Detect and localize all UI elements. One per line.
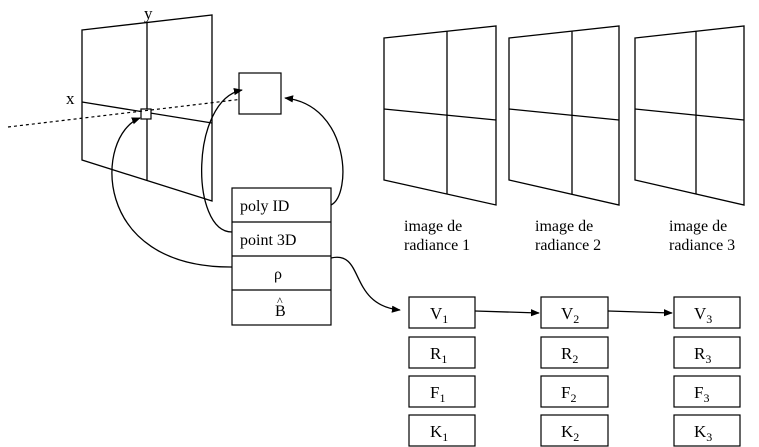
radiance-plane-outline	[634, 25, 745, 206]
v3-box	[673, 296, 741, 329]
r3-sub: 3	[705, 352, 711, 366]
r2-sub: 2	[572, 352, 578, 366]
radiance-plane-outline	[383, 25, 497, 206]
k2-sub: 2	[573, 430, 579, 444]
f2-box	[540, 375, 609, 408]
value-column-2: V2 R2 F2 K2	[540, 296, 609, 447]
field-poly-id: poly ID	[240, 198, 289, 215]
v1-sub: 1	[442, 312, 448, 326]
plane-horizontal-line	[634, 108, 745, 121]
f1-base: F	[430, 383, 439, 402]
v2-to-v3-arrow	[607, 309, 673, 317]
k3-label: K3	[694, 422, 712, 444]
v2-sub: 2	[573, 312, 579, 326]
radiance-plane-2	[508, 25, 620, 206]
f1-label: F1	[430, 383, 445, 405]
k2-box	[540, 414, 609, 447]
radiance-3-label-line2: radiance 3	[669, 237, 735, 254]
view-ray	[7, 94, 261, 128]
f2-label: F2	[561, 383, 576, 405]
r1-base: R	[430, 344, 442, 363]
k1-box	[408, 414, 476, 447]
r3-box	[673, 336, 741, 369]
v3-sub: 3	[706, 312, 712, 326]
v3-base: V	[694, 304, 707, 323]
r3-base: R	[694, 344, 706, 363]
plane-horizontal-line	[508, 108, 620, 121]
f1-box	[408, 375, 476, 408]
r1-box	[408, 336, 476, 369]
k2-label: K2	[561, 422, 579, 444]
v2-box	[540, 296, 609, 329]
b-hat-accent: ^	[277, 294, 283, 308]
k3-sub: 3	[706, 430, 712, 444]
radiance-3-label-line1: image de	[669, 218, 727, 235]
field-b-hat: B	[275, 303, 286, 320]
k3-box	[673, 414, 741, 447]
r2-label: R2	[561, 344, 578, 366]
f3-base: F	[694, 383, 703, 402]
radiance-1-label-line2: radiance 1	[404, 237, 470, 254]
f1-sub: 1	[439, 391, 445, 405]
x-axis-label: x	[66, 89, 75, 108]
value-column-1: V1 R1 F1 K1	[408, 296, 476, 447]
projection-square	[238, 72, 282, 115]
f3-label: F3	[694, 383, 709, 405]
value-column-3: V3 R3 F3 K3	[673, 296, 741, 447]
r3-label: R3	[694, 344, 711, 366]
f3-sub: 3	[703, 391, 709, 405]
v1-box	[408, 296, 476, 329]
rho-to-pixel-arrow	[111, 117, 233, 268]
r1-sub: 1	[441, 352, 447, 366]
k1-base: K	[430, 422, 443, 441]
k3-base: K	[694, 422, 707, 441]
point-to-square-arrow	[201, 88, 243, 233]
polyid-to-square-arrow	[284, 95, 344, 206]
k1-sub: 1	[442, 430, 448, 444]
image-plane: y x	[66, 4, 213, 202]
field-rho: ρ	[274, 266, 282, 283]
v2-label: V2	[561, 304, 579, 326]
pixel-marker	[140, 108, 152, 120]
r2-box	[540, 336, 609, 369]
radiance-plane-3	[634, 25, 745, 206]
plane-horizontal-line	[383, 108, 497, 121]
r1-label: R1	[430, 344, 447, 366]
v1-base: V	[430, 304, 443, 323]
radiance-plane-outline	[508, 25, 620, 206]
f2-sub: 2	[570, 391, 576, 405]
image-plane-outline	[81, 14, 213, 202]
v1-label: V1	[430, 304, 448, 326]
k1-label: K1	[430, 422, 448, 444]
k2-base: K	[561, 422, 574, 441]
radiance-2-label-line1: image de	[535, 218, 593, 235]
field-point-3d: point 3D	[240, 232, 296, 249]
radiance-plane-1	[383, 25, 497, 206]
r2-base: R	[561, 344, 573, 363]
radiance-1-label-line1: image de	[404, 218, 462, 235]
radiance-2-label-line2: radiance 2	[535, 237, 601, 254]
f3-box	[673, 375, 741, 408]
y-axis-label: y	[144, 4, 153, 23]
f2-base: F	[561, 383, 570, 402]
v2-base: V	[561, 304, 574, 323]
v1-to-v2-arrow	[474, 309, 540, 317]
v3-label: V3	[694, 304, 712, 326]
record-table: poly ID point 3D ρ B ^	[231, 187, 332, 326]
rho-to-v1-arrow	[330, 256, 401, 313]
